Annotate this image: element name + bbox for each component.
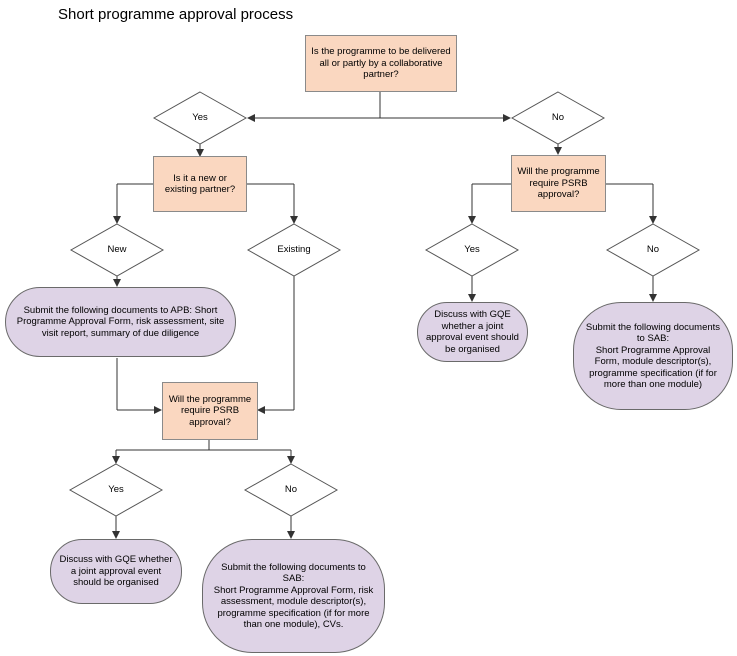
sab-left-body: Short Programme Approval Form, risk asse…: [213, 584, 374, 631]
left-yes-diamond: [68, 463, 164, 517]
right-yes-diamond: [424, 223, 520, 277]
sab-left-heading: Submit the following documents to SAB:: [221, 561, 366, 585]
psrb-question-right: Will the programme require PSRB approval…: [511, 155, 606, 212]
submit-to-sab-right-outcome: Submit the following documents to SAB: S…: [573, 302, 733, 410]
right-no-diamond: [605, 223, 701, 277]
existing-diamond: [246, 223, 342, 277]
no-label-left: No: [284, 484, 298, 496]
yes-label-right: Yes: [464, 244, 480, 256]
existing-label: Existing: [277, 244, 311, 256]
new-diamond: [69, 223, 165, 277]
no-label-top: No: [551, 112, 565, 124]
submit-to-sab-left-outcome: Submit the following documents to SAB: S…: [202, 539, 385, 653]
sab-right-heading: Submit the following documents to SAB:: [585, 321, 721, 345]
collaborative-partner-question: Is the programme to be delivered all or …: [305, 35, 457, 92]
yes-label-top: Yes: [192, 112, 208, 124]
left-no-diamond: [243, 463, 339, 517]
yes-label-left: Yes: [108, 484, 124, 496]
yes-decision-diamond: [152, 91, 248, 145]
discuss-gqe-right-outcome: Discuss with GQE whether a joint approva…: [417, 302, 528, 362]
no-decision-diamond: [510, 91, 606, 145]
discuss-gqe-left-outcome: Discuss with GQE whether a joint approva…: [50, 539, 182, 604]
psrb-question-left: Will the programme require PSRB approval…: [162, 382, 258, 440]
submit-to-apb-outcome: Submit the following documents to APB: S…: [5, 287, 236, 357]
page-title: Short programme approval process: [58, 6, 294, 23]
sab-right-body: Short Programme Approval Form, module de…: [589, 344, 717, 391]
partner-type-question: Is it a new or existing partner?: [153, 156, 247, 212]
no-label-right: No: [646, 244, 660, 256]
new-label: New: [107, 244, 127, 256]
